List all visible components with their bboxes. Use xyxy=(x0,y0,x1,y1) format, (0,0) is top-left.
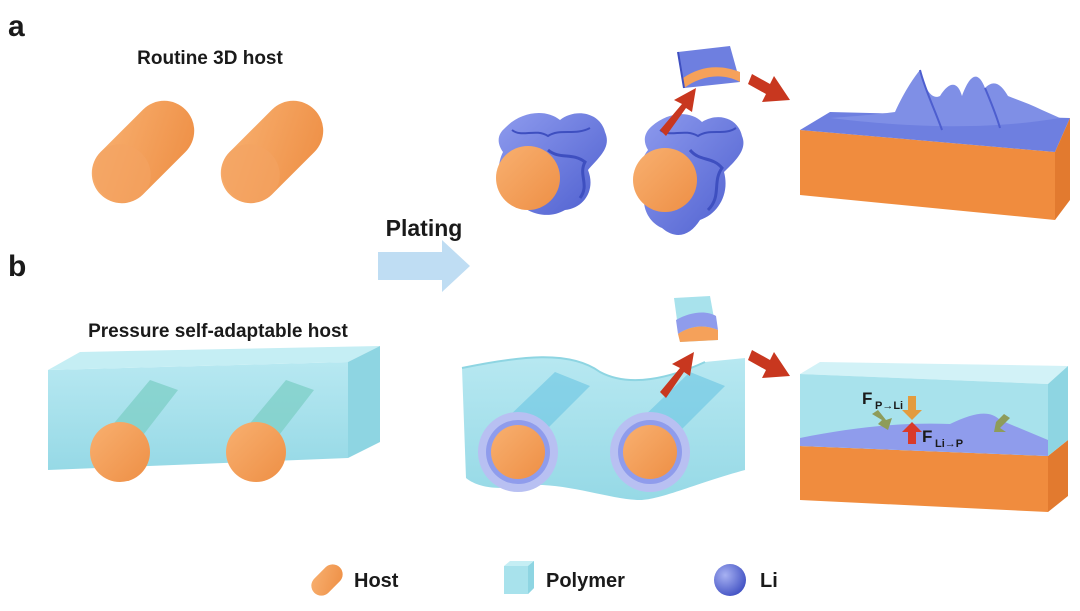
zoom-piece-b xyxy=(674,296,718,342)
legend-polymer-swatch xyxy=(504,561,534,594)
panel-a-title: Routine 3D host xyxy=(137,48,283,69)
plated-routine-host-2 xyxy=(633,114,744,235)
plated-routine-host-1 xyxy=(496,113,607,215)
routine-host-rod-2 xyxy=(220,100,324,204)
legend-li-label: Li xyxy=(760,570,778,592)
detail-arrow-a xyxy=(748,74,790,102)
plating-label: Plating xyxy=(386,215,463,241)
smooth-li-block-b: F P→Li F Li→P xyxy=(800,362,1068,512)
force-li-on-p-main: F xyxy=(922,427,932,446)
legend-polymer-label: Polymer xyxy=(546,570,625,592)
detail-arrow-b xyxy=(748,350,790,378)
force-li-on-p-sub: Li→P xyxy=(935,438,963,450)
dendrite-block-a xyxy=(800,69,1070,220)
legend: Host Polymer Li xyxy=(311,561,778,596)
zoom-piece-a xyxy=(677,46,740,89)
plated-adaptable-host xyxy=(461,356,745,500)
panel-b-letter: b xyxy=(8,250,26,283)
force-arrow-down xyxy=(902,396,922,420)
zoom-arrow-a xyxy=(660,88,696,136)
legend-host-label: Host xyxy=(354,570,399,592)
force-arrow-up xyxy=(902,422,922,444)
legend-li-swatch xyxy=(714,564,746,596)
adaptable-host-block xyxy=(48,346,380,482)
legend-host-swatch xyxy=(311,564,343,596)
force-arrow-left xyxy=(872,410,892,430)
force-p-on-li-sub: P→Li xyxy=(875,400,903,412)
routine-host-rod-1 xyxy=(91,100,195,204)
force-arrow-right xyxy=(994,414,1010,432)
panel-b-title: Pressure self-adaptable host xyxy=(88,321,348,342)
panel-a-letter: a xyxy=(8,10,25,43)
force-p-on-li-main: F xyxy=(862,389,872,408)
plating-arrow xyxy=(378,240,470,292)
zoom-arrow-b xyxy=(660,352,694,398)
